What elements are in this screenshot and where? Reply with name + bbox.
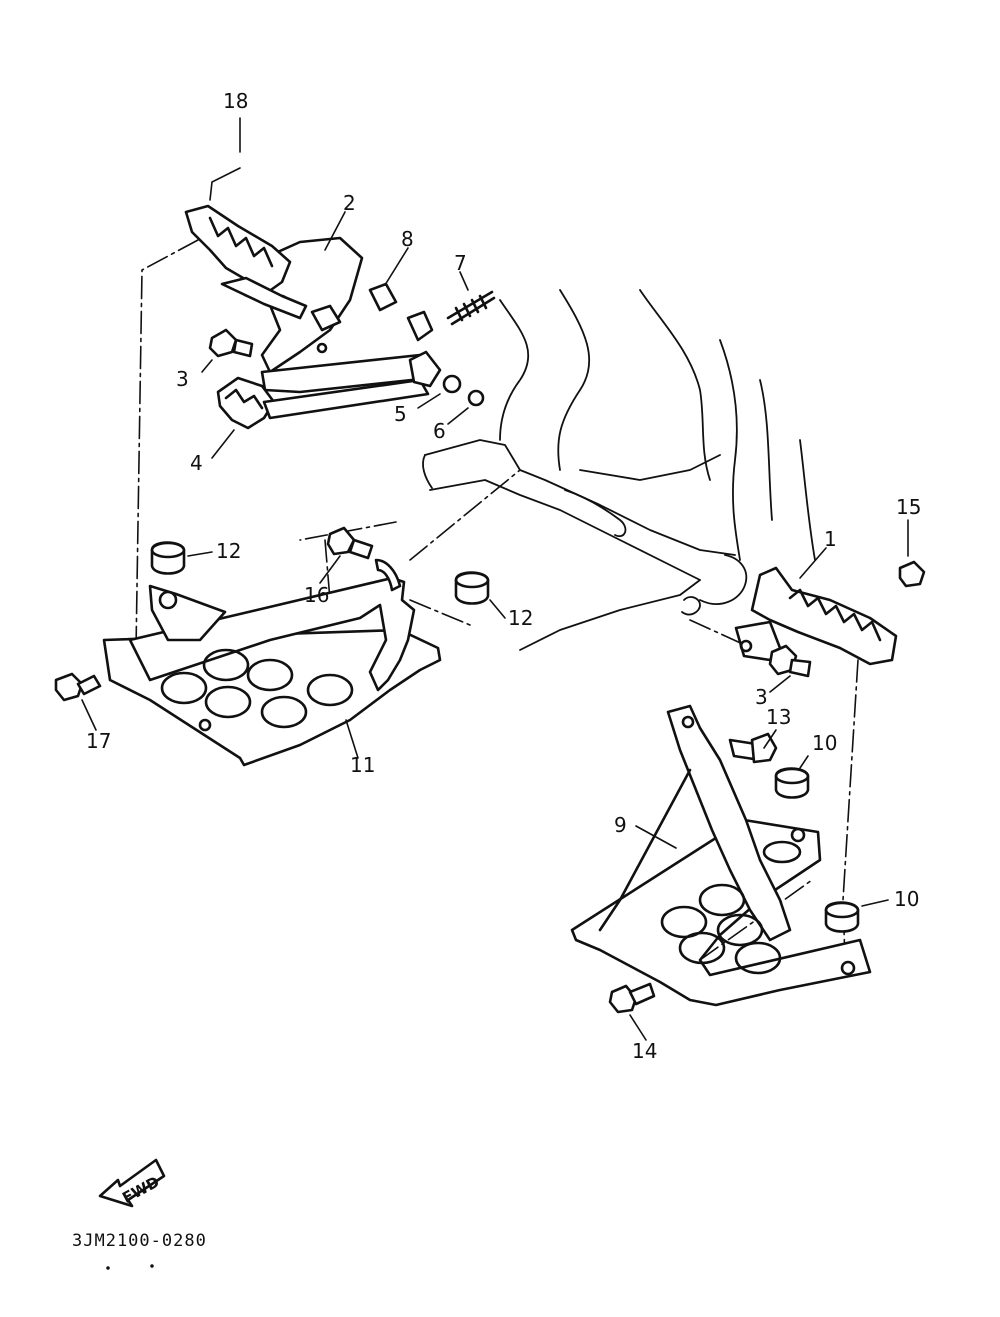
- bracket-9: [570, 704, 872, 1007]
- callout-15: 15: [896, 495, 921, 519]
- callout-5: 5: [394, 402, 407, 426]
- callout-3-upper: 3: [176, 367, 189, 391]
- callout-1: 1: [824, 527, 837, 551]
- small-parts-left: [54, 526, 490, 702]
- callout-13: 13: [766, 705, 791, 729]
- callout-17: 17: [86, 729, 111, 753]
- forward-direction-arrow: FWD: [98, 1158, 166, 1208]
- callout-9: 9: [614, 813, 627, 837]
- alignment-lines: [135, 239, 859, 961]
- callout-12-center: 12: [508, 606, 533, 630]
- callout-10-upper: 10: [812, 731, 837, 755]
- callout-8: 8: [401, 227, 414, 251]
- callout-2: 2: [343, 191, 356, 215]
- scan-dot: [106, 1266, 110, 1270]
- callout-6: 6: [433, 419, 446, 443]
- callout-14: 14: [632, 1039, 657, 1063]
- small-parts-upper: [208, 282, 496, 407]
- callout-7: 7: [454, 251, 467, 275]
- footpeg-4: [216, 376, 430, 430]
- callout-3-right: 3: [755, 685, 768, 709]
- callout-labels: 18 2 8 7 3 5 6 4 12 16 12 1 15 3 17 11 1…: [86, 89, 921, 1063]
- scan-dot: [150, 1264, 154, 1268]
- callout-18: 18: [223, 89, 248, 113]
- leader-lines: [81, 117, 909, 1041]
- callout-12-left: 12: [216, 539, 241, 563]
- callout-16: 16: [304, 583, 329, 607]
- callout-4: 4: [190, 451, 203, 475]
- bracket-11: [102, 558, 442, 767]
- frame: [422, 289, 816, 651]
- callout-11: 11: [350, 753, 375, 777]
- footpeg-upper-18: [184, 204, 308, 320]
- callout-10-lower: 10: [894, 887, 919, 911]
- diagram-code: 3JM2100-0280: [72, 1231, 207, 1251]
- footpeg-1: [734, 560, 926, 678]
